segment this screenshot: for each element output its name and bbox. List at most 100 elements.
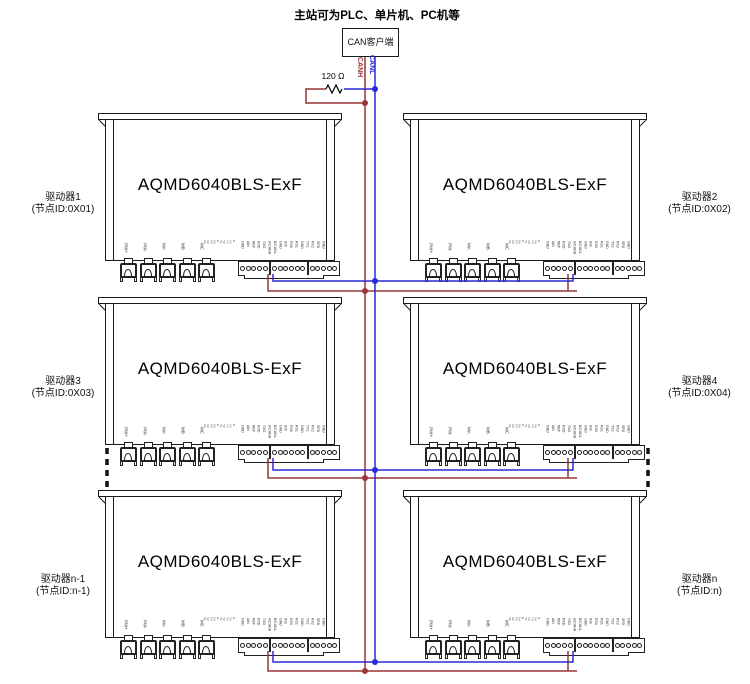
signal-terminal-label: RS0 — [289, 618, 294, 625]
driver-node-id-label: (节点ID:0X02) — [668, 203, 731, 215]
terminal-hole — [562, 266, 568, 271]
io-terminal-label: G — [215, 617, 220, 620]
clamp-tab — [487, 442, 497, 448]
terminal-hole — [588, 450, 594, 455]
terminal-hole — [257, 450, 263, 455]
connector-group — [238, 445, 270, 460]
terminal-hole — [300, 266, 306, 271]
power-terminal-label: MA — [466, 243, 472, 250]
io-terminal-label: Y4 — [228, 240, 233, 244]
canh-junction-dot — [362, 288, 368, 294]
connector-strip-lip — [244, 652, 324, 656]
terminal-hole — [577, 266, 583, 271]
signal-terminal-label: RX2 — [615, 241, 620, 248]
signal-terminal-label: SPD — [316, 241, 321, 249]
terminal-hole — [614, 450, 620, 455]
clamp-tab — [429, 635, 438, 641]
terminal-hole — [294, 643, 300, 648]
power-terminal-label: MB — [180, 620, 186, 627]
power-terminal-label: PW- — [447, 427, 453, 436]
signal-terminal-label: TXD — [567, 618, 572, 625]
clamp-foot — [478, 654, 481, 659]
terminal-hole — [245, 450, 251, 455]
canl-junction-dot — [372, 659, 378, 665]
connector-group — [238, 638, 270, 653]
signal-terminal-label: SPD — [621, 241, 626, 249]
terminal-hole — [332, 643, 338, 648]
power-terminal-label: MC — [199, 620, 205, 627]
clamp-foot — [173, 461, 176, 466]
clamp-foot — [159, 654, 162, 659]
io-terminal-label: Y2 — [222, 424, 227, 428]
signal-terminal-label: B/CANL — [577, 241, 582, 254]
signal-terminal-label: RXD — [256, 241, 261, 249]
power-terminal-label: MB — [485, 620, 491, 627]
signal-terminal-label: GND — [626, 425, 631, 433]
terminal-hole — [326, 450, 332, 455]
terminal-hole — [556, 643, 562, 648]
clamp-tab — [163, 635, 172, 641]
clamp-foot — [212, 277, 215, 282]
io-terminal-label: X2 — [511, 617, 516, 621]
io-terminal-label: Y2 — [222, 240, 227, 244]
io-terminal-label: X1 — [508, 617, 512, 621]
clamp-tab — [143, 258, 153, 264]
clamp-foot — [497, 461, 501, 466]
power-terminal-label: MC — [199, 243, 205, 250]
terminal-hole — [272, 266, 278, 271]
terminal-hole — [309, 643, 315, 648]
power-screw-terminal — [425, 640, 442, 655]
io-terminal-label: X2 — [206, 617, 211, 621]
terminal-hole — [283, 450, 289, 455]
io-terminal-label: X4 — [212, 617, 217, 621]
terminal-hole — [562, 643, 568, 648]
signal-terminal-label: A/CANH — [572, 618, 577, 632]
driver-side-label: 驱动器n-1(节点ID:n-1) — [25, 574, 101, 597]
power-terminal-label: MA — [161, 620, 167, 627]
signal-terminal-label: REF — [556, 425, 561, 432]
clamp-foot — [159, 277, 162, 282]
clamp-foot — [444, 654, 448, 659]
canl-junction-dot — [372, 278, 378, 284]
clamp-foot — [120, 277, 123, 282]
diagram-title: 主站可为PLC、单片机、PC机等 — [294, 10, 460, 22]
signal-terminal-label: INS — [588, 618, 593, 624]
signal-terminal-label: RX2 — [310, 618, 315, 625]
clamp-foot — [173, 277, 176, 282]
terminal-hole — [272, 450, 278, 455]
terminal-hole — [588, 266, 594, 271]
driver-body — [113, 303, 327, 445]
power-screw-terminal — [120, 640, 137, 655]
io-terminal-label: X1 — [508, 424, 512, 428]
connector-group — [574, 261, 613, 276]
terminal-hole — [321, 643, 327, 648]
power-screw-terminal — [120, 263, 137, 278]
terminal-dome — [429, 646, 437, 653]
signal-terminal-label: REF — [251, 618, 256, 625]
power-terminal-label: MC — [504, 427, 510, 434]
clamp-foot — [464, 654, 467, 659]
signal-terminal-label: TXD — [262, 241, 267, 248]
power-screw-terminal — [178, 447, 196, 462]
clamp-tab — [448, 442, 458, 448]
driver-body — [113, 119, 327, 261]
can-client-box: CAN客户端 — [342, 28, 399, 57]
io-terminal-label: Y1 — [219, 424, 223, 428]
power-screw-terminal — [159, 640, 176, 655]
clamp-foot — [139, 277, 143, 282]
power-screw-terminal — [198, 447, 215, 462]
terminal-hole — [245, 643, 251, 648]
connector-group — [543, 445, 575, 460]
power-terminal-label: PW+ — [123, 620, 129, 630]
io-terminal-label: Y1 — [524, 240, 528, 244]
power-screw-terminal — [503, 447, 520, 462]
io-terminal-label: X1 — [203, 240, 207, 244]
signal-terminal-label: GND — [583, 425, 588, 433]
power-terminal-label: MB — [485, 427, 491, 434]
clamp-foot — [425, 654, 428, 659]
